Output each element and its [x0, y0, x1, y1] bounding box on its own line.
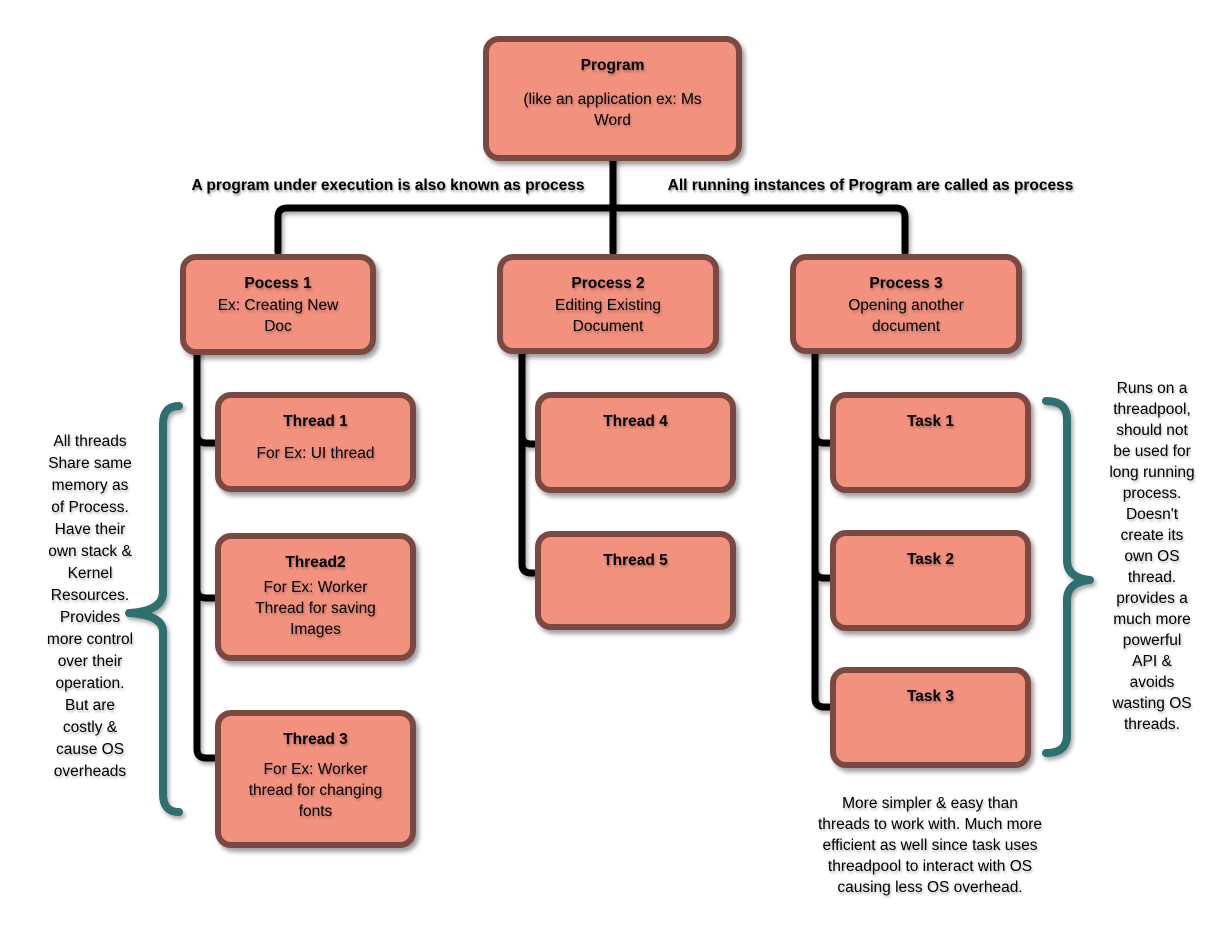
- note-tasks: Runs on a threadpool, should not be used…: [1109, 380, 1195, 733]
- process-2-title: Process 2: [571, 275, 645, 292]
- task-node-1: Task 1: [830, 392, 1031, 493]
- thread-node-3: Thread 3 For Ex: Worker thread for chang…: [215, 710, 416, 848]
- thread-1-title: Thread 1: [283, 413, 348, 430]
- thread-node-1: Thread 1 For Ex: UI thread: [215, 392, 416, 492]
- edge-label-right: All running instances of Program are cal…: [667, 177, 1074, 194]
- task-2-title: Task 2: [906, 551, 955, 568]
- process-3-title: Process 3: [869, 275, 943, 292]
- connector-p3-branch-k1: [811, 430, 833, 447]
- thread-node-5: Thread 5: [535, 531, 736, 630]
- thread-5-title: Thread 5: [603, 552, 668, 569]
- thread-1-body: For Ex: UI thread: [256, 445, 375, 462]
- note-tasks-bottom: More simpler & easy than threads to work…: [818, 795, 1042, 896]
- thread-3-title: Thread 3: [283, 731, 348, 748]
- process-2-body: Editing Existing Document: [555, 296, 661, 335]
- process-1-title: Pocess 1: [244, 275, 312, 292]
- program-node: Program (like an application ex: Ms Word: [483, 36, 742, 161]
- connector-p1-branch-t2: [193, 585, 218, 602]
- process-3-body: Opening another document: [848, 296, 964, 335]
- connector-p1-trunk: [193, 346, 218, 762]
- task-node-3: Task 3: [830, 667, 1031, 768]
- connector-p2-trunk: [518, 345, 538, 577]
- process-1-body: Ex: Creating New Doc: [217, 297, 339, 335]
- thread-4-title: Thread 4: [603, 413, 668, 430]
- connector-p3-branch-k2: [811, 565, 833, 582]
- thread-3-body: For Ex: Worker thread for changing fonts: [248, 761, 383, 820]
- task-1-title: Task 1: [906, 413, 955, 430]
- program-title: Program: [580, 57, 645, 74]
- task-3-title: Task 3: [906, 688, 955, 705]
- note-threads: All threads Share same memory as of Proc…: [46, 433, 134, 780]
- process-node-3: Process 3 Opening another document: [790, 254, 1022, 354]
- thread-node-2: Thread2 For Ex: Worker Thread for saving…: [215, 533, 416, 661]
- program-body: (like an application ex: Ms Word: [523, 91, 702, 129]
- thread-node-4: Thread 4: [535, 392, 736, 493]
- task-node-2: Task 2: [830, 530, 1031, 631]
- process-node-2: Process 2 Editing Existing Document: [497, 254, 719, 354]
- edge-label-left: A program under execution is also known …: [191, 177, 585, 194]
- process-node-1: Pocess 1 Ex: Creating New Doc: [180, 254, 376, 355]
- connector-process-bar: [274, 204, 909, 256]
- connector-p3-trunk: [811, 345, 833, 711]
- connector-p2-branch-t4: [518, 431, 538, 448]
- thread-2-body: For Ex: Worker Thread for saving Images: [255, 579, 376, 638]
- connector-p1-branch-t1: [193, 430, 218, 447]
- thread-2-title: Thread2: [285, 554, 346, 571]
